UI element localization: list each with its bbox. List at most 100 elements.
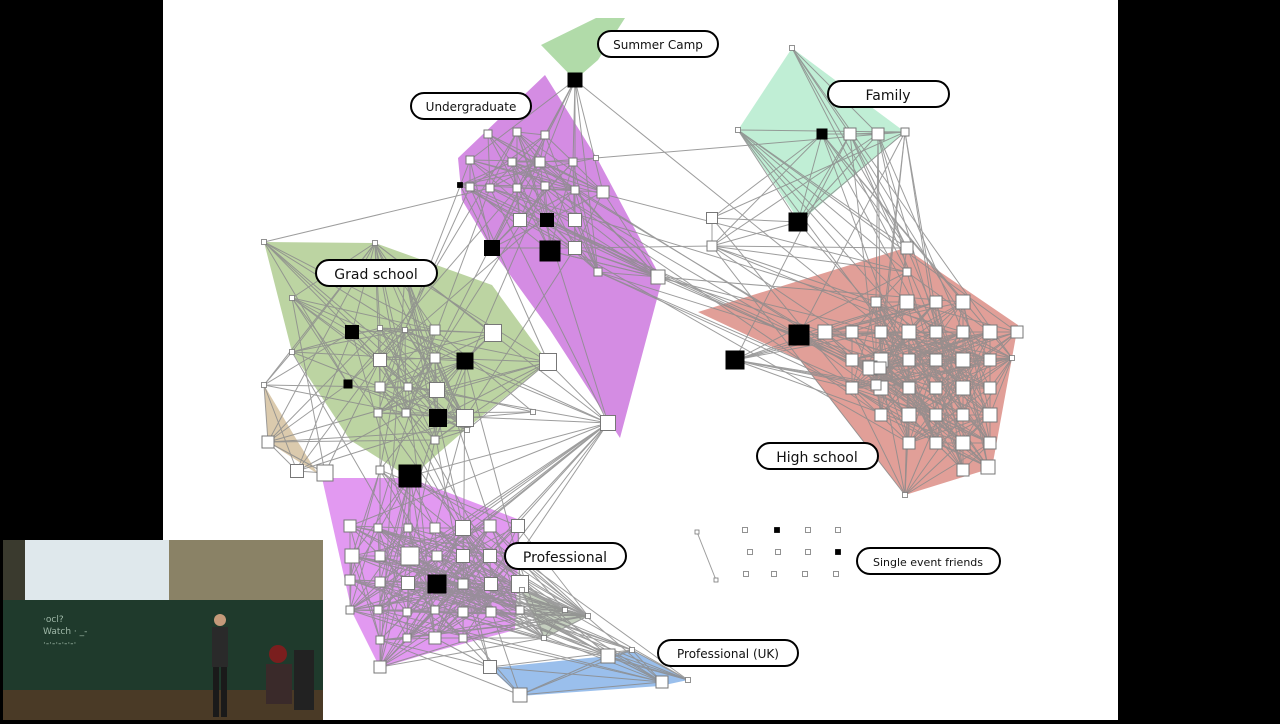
label-high-school: High school xyxy=(756,442,879,470)
node xyxy=(464,427,470,433)
node-filled xyxy=(427,574,447,594)
node xyxy=(805,527,811,533)
edge xyxy=(263,384,269,443)
node-filled xyxy=(835,549,841,555)
edge xyxy=(379,639,491,668)
edge xyxy=(351,475,411,557)
node xyxy=(373,408,383,418)
edge xyxy=(574,219,599,273)
edge xyxy=(519,681,663,696)
edge xyxy=(434,609,689,681)
edge xyxy=(821,133,908,249)
edge xyxy=(407,582,491,668)
edge xyxy=(379,422,609,668)
node xyxy=(802,571,808,577)
node xyxy=(429,522,441,534)
edge xyxy=(434,185,546,441)
audience-figure xyxy=(266,645,314,710)
node xyxy=(485,183,495,193)
edge xyxy=(989,357,1013,416)
node xyxy=(568,213,582,227)
chalkboard-text: ·ocl? Watch · _- ·-·-·-·-·-· xyxy=(43,614,87,650)
edge xyxy=(821,133,937,444)
edge xyxy=(711,217,799,223)
edge xyxy=(539,157,597,163)
edge xyxy=(404,329,494,334)
edge xyxy=(405,332,494,414)
node xyxy=(430,435,440,445)
edge xyxy=(935,301,964,389)
node xyxy=(1009,355,1015,361)
edge xyxy=(574,245,713,249)
edge xyxy=(469,159,574,163)
node xyxy=(456,409,474,427)
node xyxy=(929,295,943,309)
edge xyxy=(434,527,589,617)
edge xyxy=(797,133,851,223)
edge xyxy=(377,609,436,639)
edge xyxy=(906,247,991,444)
node xyxy=(955,352,971,368)
node xyxy=(1010,325,1024,339)
edge xyxy=(409,555,545,639)
edge xyxy=(602,191,659,278)
node xyxy=(261,239,267,245)
node xyxy=(455,520,471,536)
edge xyxy=(464,360,518,557)
node xyxy=(372,240,378,246)
node xyxy=(713,577,719,583)
node-filled xyxy=(343,379,353,389)
label-professional-uk-text: Professional (UK) xyxy=(677,647,779,661)
edge xyxy=(379,131,518,361)
edge xyxy=(404,329,407,414)
edge xyxy=(487,133,513,163)
edge xyxy=(349,609,663,683)
edge xyxy=(516,131,609,424)
edge xyxy=(464,247,576,419)
edge xyxy=(489,187,609,424)
node xyxy=(534,156,546,168)
edge xyxy=(351,469,381,557)
edge xyxy=(379,639,521,696)
node xyxy=(929,408,943,422)
node xyxy=(465,155,475,165)
edge xyxy=(379,360,466,471)
edge xyxy=(734,133,851,361)
edge xyxy=(544,134,574,163)
node xyxy=(429,352,441,364)
node xyxy=(817,324,833,340)
label-family: Family xyxy=(827,80,950,108)
node xyxy=(870,296,882,308)
edge xyxy=(519,609,545,639)
edge xyxy=(263,351,293,386)
edge xyxy=(379,360,466,388)
node xyxy=(929,325,943,339)
node xyxy=(429,382,445,398)
projector-screen xyxy=(25,540,169,600)
edge xyxy=(711,245,877,303)
social-network-diagram: Summer Camp Undergraduate Family Grad sc… xyxy=(261,18,1024,703)
edge xyxy=(904,414,910,496)
node xyxy=(593,155,599,161)
node xyxy=(833,571,839,577)
node xyxy=(902,381,916,395)
node-filled xyxy=(816,128,828,140)
edge xyxy=(351,242,376,333)
node xyxy=(403,382,413,392)
edge xyxy=(849,133,991,361)
node xyxy=(428,631,442,645)
edge xyxy=(263,241,438,391)
edge xyxy=(597,271,991,444)
edge xyxy=(349,527,409,611)
edge xyxy=(904,414,964,496)
node xyxy=(956,325,970,339)
node xyxy=(345,605,355,615)
node xyxy=(373,523,383,533)
node xyxy=(457,578,469,590)
node xyxy=(261,382,267,388)
edge xyxy=(657,276,853,361)
edge xyxy=(349,422,609,611)
node xyxy=(374,576,386,588)
label-summer-camp-text: Summer Camp xyxy=(613,38,703,52)
edge xyxy=(349,329,436,611)
